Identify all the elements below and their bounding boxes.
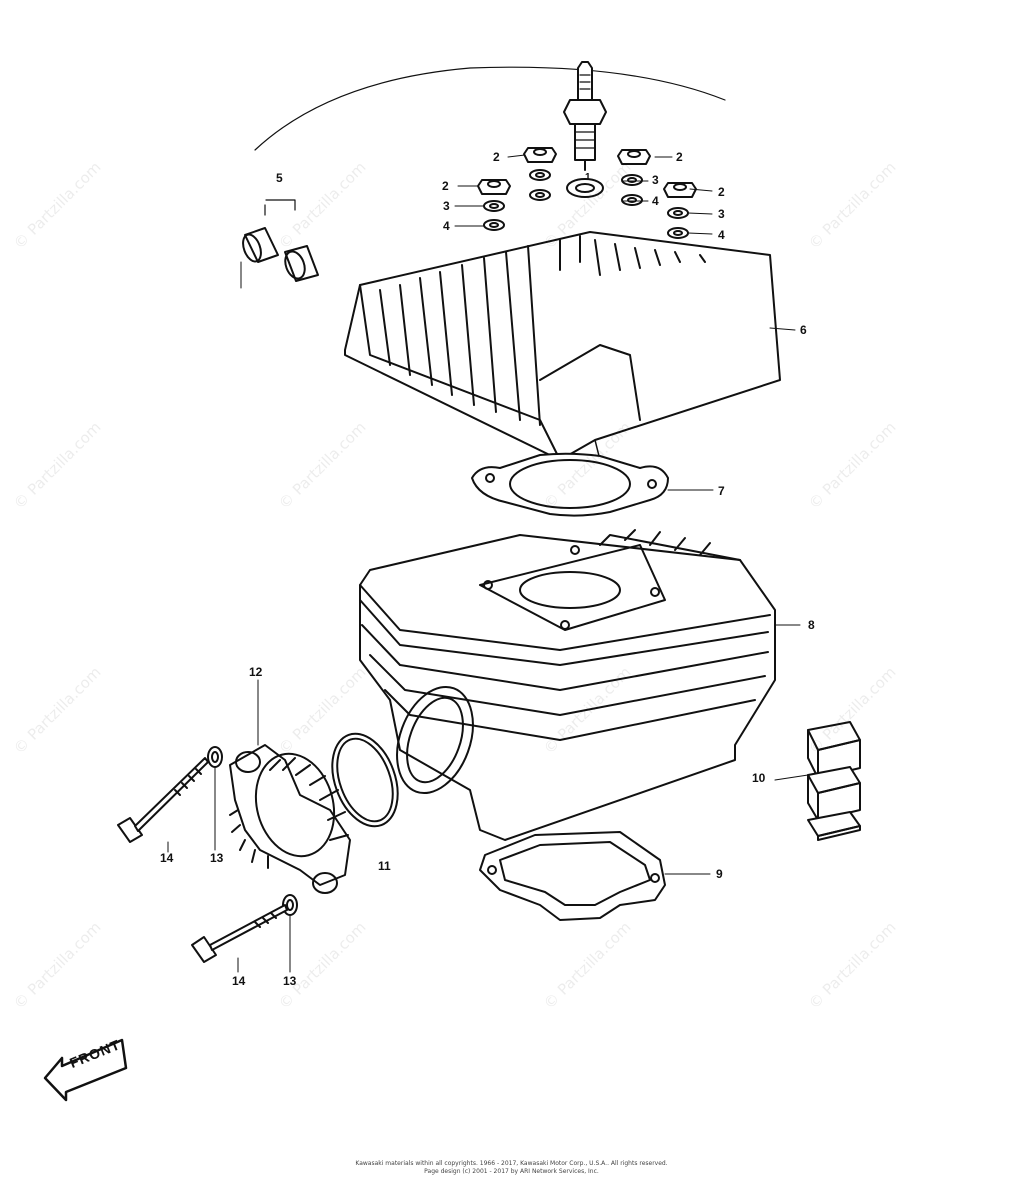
washer-left-4: [483, 219, 505, 231]
callout-10: 10: [752, 771, 766, 785]
callout-2: 2: [442, 179, 449, 193]
nut-left-1: [523, 147, 557, 163]
washer-right-2: [621, 194, 643, 206]
washer-right-1: [621, 174, 643, 186]
callout-3: 3: [443, 199, 450, 213]
bolt-2: [191, 904, 288, 963]
callout-5: 5: [276, 171, 283, 185]
head-gasket: [471, 452, 669, 517]
callout-7: 7: [718, 484, 725, 498]
callout-13: 13: [210, 851, 224, 865]
callout-4: 4: [443, 219, 450, 233]
exhaust-flange: [229, 744, 351, 894]
callout-13: 13: [283, 974, 297, 988]
callout-2: 2: [676, 150, 683, 164]
nut-right-1: [617, 149, 651, 165]
washer-left-3: [483, 200, 505, 212]
callout-14: 14: [232, 974, 246, 988]
plug-gasket: [566, 178, 604, 198]
leader-lines: [167, 154, 809, 973]
callout-4: 4: [652, 194, 659, 208]
callout-3: 3: [718, 207, 725, 221]
washer-left-2: [529, 189, 551, 201]
callout-1: 1: [585, 172, 591, 183]
front-arrow: [43, 1038, 128, 1102]
lock-washer-1: [207, 746, 223, 768]
washer-right-4: [667, 227, 689, 239]
page-design-line: Page design (c) 2001 - 2017 by ARI Netwo…: [424, 1168, 599, 1175]
callout-8: 8: [808, 618, 815, 632]
nut-right-2: [663, 182, 697, 198]
spark-plug: [563, 61, 607, 171]
bolt-1: [117, 757, 209, 843]
copyright-line: Kawasaki materials within all copyrights…: [355, 1160, 668, 1167]
arc-outline: [254, 66, 726, 151]
callout-2: 2: [493, 150, 500, 164]
callout-12: 12: [249, 665, 263, 679]
callout-4: 4: [718, 228, 725, 242]
washer-right-3: [667, 207, 689, 219]
dowel-pins: [240, 199, 319, 289]
callout-3: 3: [652, 173, 659, 187]
callout-2: 2: [718, 185, 725, 199]
cylinder-head: [344, 231, 781, 461]
callout-14: 14: [160, 851, 174, 865]
callout-11: 11: [378, 859, 391, 873]
base-gasket: [479, 831, 666, 921]
cylinder: [359, 529, 776, 871]
callout-9: 9: [716, 867, 723, 881]
nut-left-2: [477, 179, 511, 195]
reed-blocks: [807, 721, 861, 841]
callout-6: 6: [800, 323, 807, 337]
washer-left-1: [529, 169, 551, 181]
